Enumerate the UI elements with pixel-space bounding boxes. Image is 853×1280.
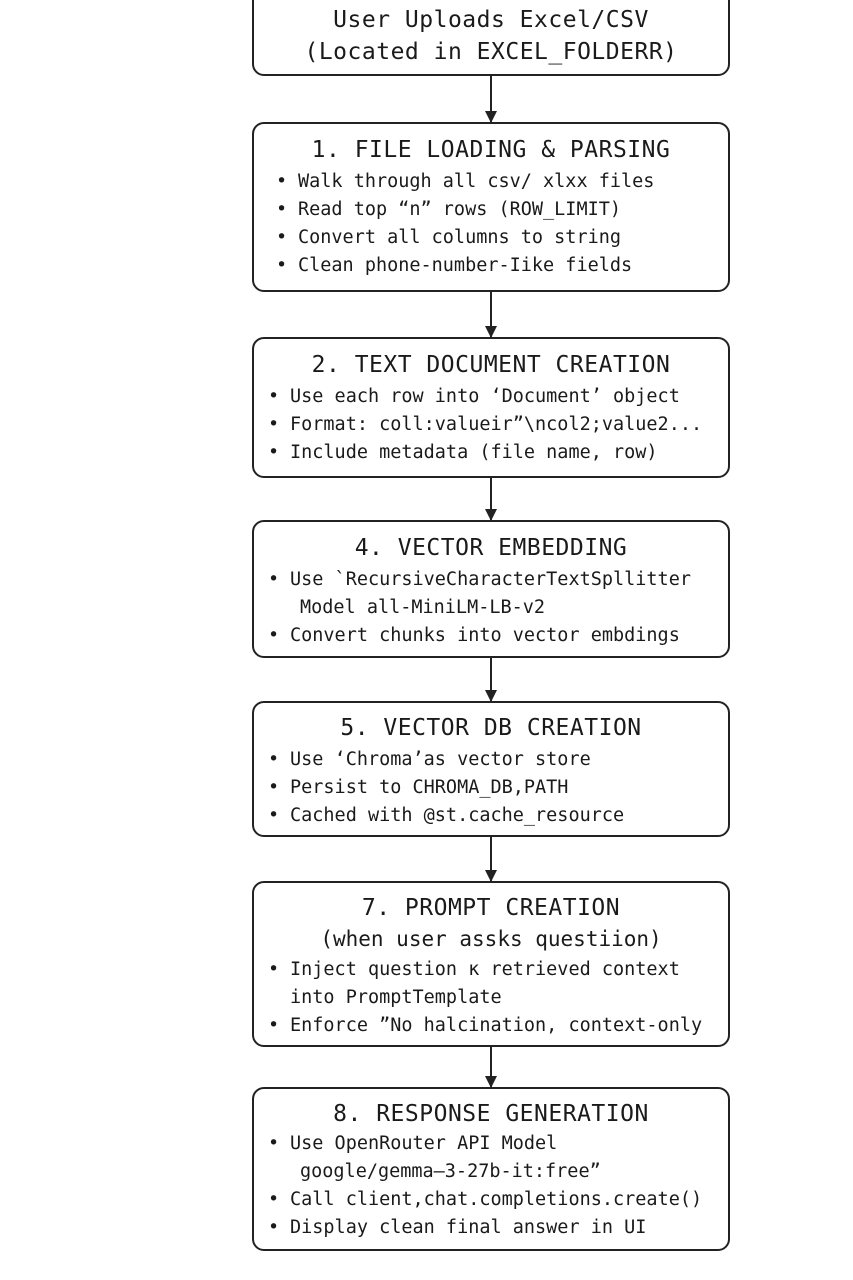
step-title: 7. PROMPT CREATION [361,895,621,921]
arrow-step-4-to-step-5 [485,658,497,702]
step-bullet: Inject question ĸ retrieved context [266,956,728,984]
step-bullet-list: Walk through all csv/ xlxx files Read to… [254,168,728,280]
start-line-2: (Located in EXCEL_FOLDERR) [304,39,678,65]
step-bullet: Convert chunks into vector embdings [266,622,728,650]
step-subtitle: (when user assks questiion) [320,927,662,951]
step-bullet-continuation: google/gemma—3-27b-it:free” [300,1161,601,1182]
step-bullet-list: Use `RecursiveCharacterTextSpllitter Mod… [254,566,728,650]
step-bullet: Use each row into ‘Document’ object [266,383,728,411]
step-bullet: Cached with @st.cache_resource [266,802,728,830]
step-bullet-list: Use ‘Chroma’as vector store Persist to C… [254,746,728,830]
step-bullet: Format: coll:valueir”\ncol2;value2... [266,411,728,439]
step-text-document-creation: 2. TEXT DOCUMENT CREATION Use each row i… [252,337,730,478]
step-bullet: Walk through all csv/ xlxx files [274,168,728,196]
step-bullet-continuation: into PromptTemplate [290,987,502,1008]
step-bullet-list: Use OpenRouter API Model google/gemma—3-… [254,1130,728,1242]
step-vector-db-creation: 5. VECTOR DB CREATION Use ‘Chroma’as vec… [252,701,730,837]
step-vector-embedding: 4. VECTOR EMBEDDING Use `RecursiveCharac… [252,520,730,658]
step-bullet: Clean phone-number-Iike fields [274,252,728,280]
step-bullet: Enforce ”No halcination, context-only [266,1012,728,1040]
arrow-step-1-to-step-2 [485,292,497,338]
start-box: User Uploads Excel/CSV (Located in EXCEL… [252,0,730,76]
step-bullet: Convert all columns to string [274,224,728,252]
step-bullet-continuation: Model all-MiniLM-LB-v2 [300,597,546,618]
arrow-start-to-step-1 [485,76,497,123]
arrow-step-2-to-step-4 [485,478,497,521]
step-bullet: Include metadata (file name, row) [266,439,728,467]
step-bullet: Persist to CHROMA_DB,PATH [266,774,728,802]
step-bullet: Use ‘Chroma’as vector store [266,746,728,774]
step-bullet-list: Inject question ĸ retrieved context into… [254,956,728,1040]
step-bullet: Call client,chat.completions.create() [266,1186,728,1214]
step-title: 2. TEXT DOCUMENT CREATION [311,352,671,378]
step-bullet: Use `RecursiveCharacterTextSpllitter [266,566,728,594]
step-title: 8. RESPONSE GENERATION [333,1101,649,1127]
step-prompt-creation: 7. PROMPT CREATION (when user assks ques… [252,881,730,1047]
arrow-step-5-to-step-7 [485,837,497,882]
step-title: 4. VECTOR EMBEDDING [354,535,628,561]
step-bullet: Display clean final answer in UI [266,1214,728,1242]
start-line-1: User Uploads Excel/CSV [333,7,649,33]
step-title: 1. FILE LOADING & PARSING [311,137,671,163]
step-bullet: Use OpenRouter API Model [266,1130,728,1158]
arrow-step-7-to-step-8 [485,1047,497,1088]
step-title: 5. VECTOR DB CREATION [340,715,642,741]
step-file-loading: 1. FILE LOADING & PARSING Walk through a… [252,122,730,292]
step-bullet-list: Use each row into ‘Document’ object Form… [254,383,728,467]
step-bullet: Read top “n” rows (ROW_LIMIT) [274,196,728,224]
step-response-generation: 8. RESPONSE GENERATION Use OpenRouter AP… [252,1087,730,1251]
